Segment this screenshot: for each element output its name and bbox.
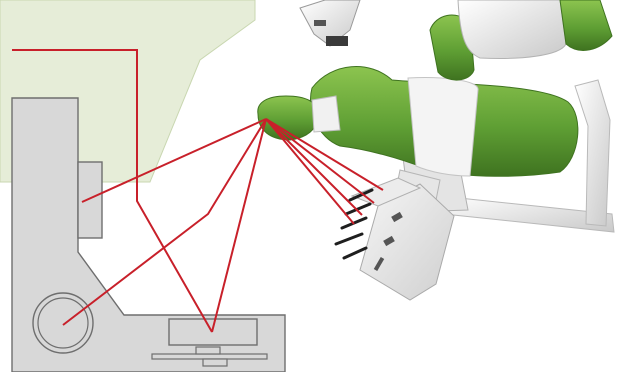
control-panel: [373, 211, 403, 272]
handpiece-holders: [334, 188, 374, 260]
reach-line-to-stool: [62, 118, 267, 326]
chair-pillar: [574, 79, 611, 227]
reach-line-to-cart: [211, 118, 267, 333]
overhead-light: [299, 0, 361, 47]
chair-arm-housing: [457, 0, 567, 59]
wall-cabinet: [77, 161, 103, 239]
delivery-box: [359, 183, 455, 301]
chair-side-panel: [559, 0, 613, 51]
reach-line-to-holder-1: [265, 118, 384, 191]
chair-seat-white-trim: [407, 77, 479, 177]
reach-line-to-cabinet: [81, 118, 267, 203]
headrest-connector: [311, 95, 341, 133]
delivery-unit: [334, 169, 455, 301]
reach-line-to-holder-2: [265, 118, 375, 204]
reach-lines: [12, 49, 384, 333]
dental-chair: [257, 0, 615, 233]
operator-stool: [32, 292, 94, 354]
reach-line-to-holder-4: [265, 118, 355, 225]
reach-line-to-holder-3: [265, 118, 363, 216]
reach-line-top-border: [12, 49, 213, 333]
